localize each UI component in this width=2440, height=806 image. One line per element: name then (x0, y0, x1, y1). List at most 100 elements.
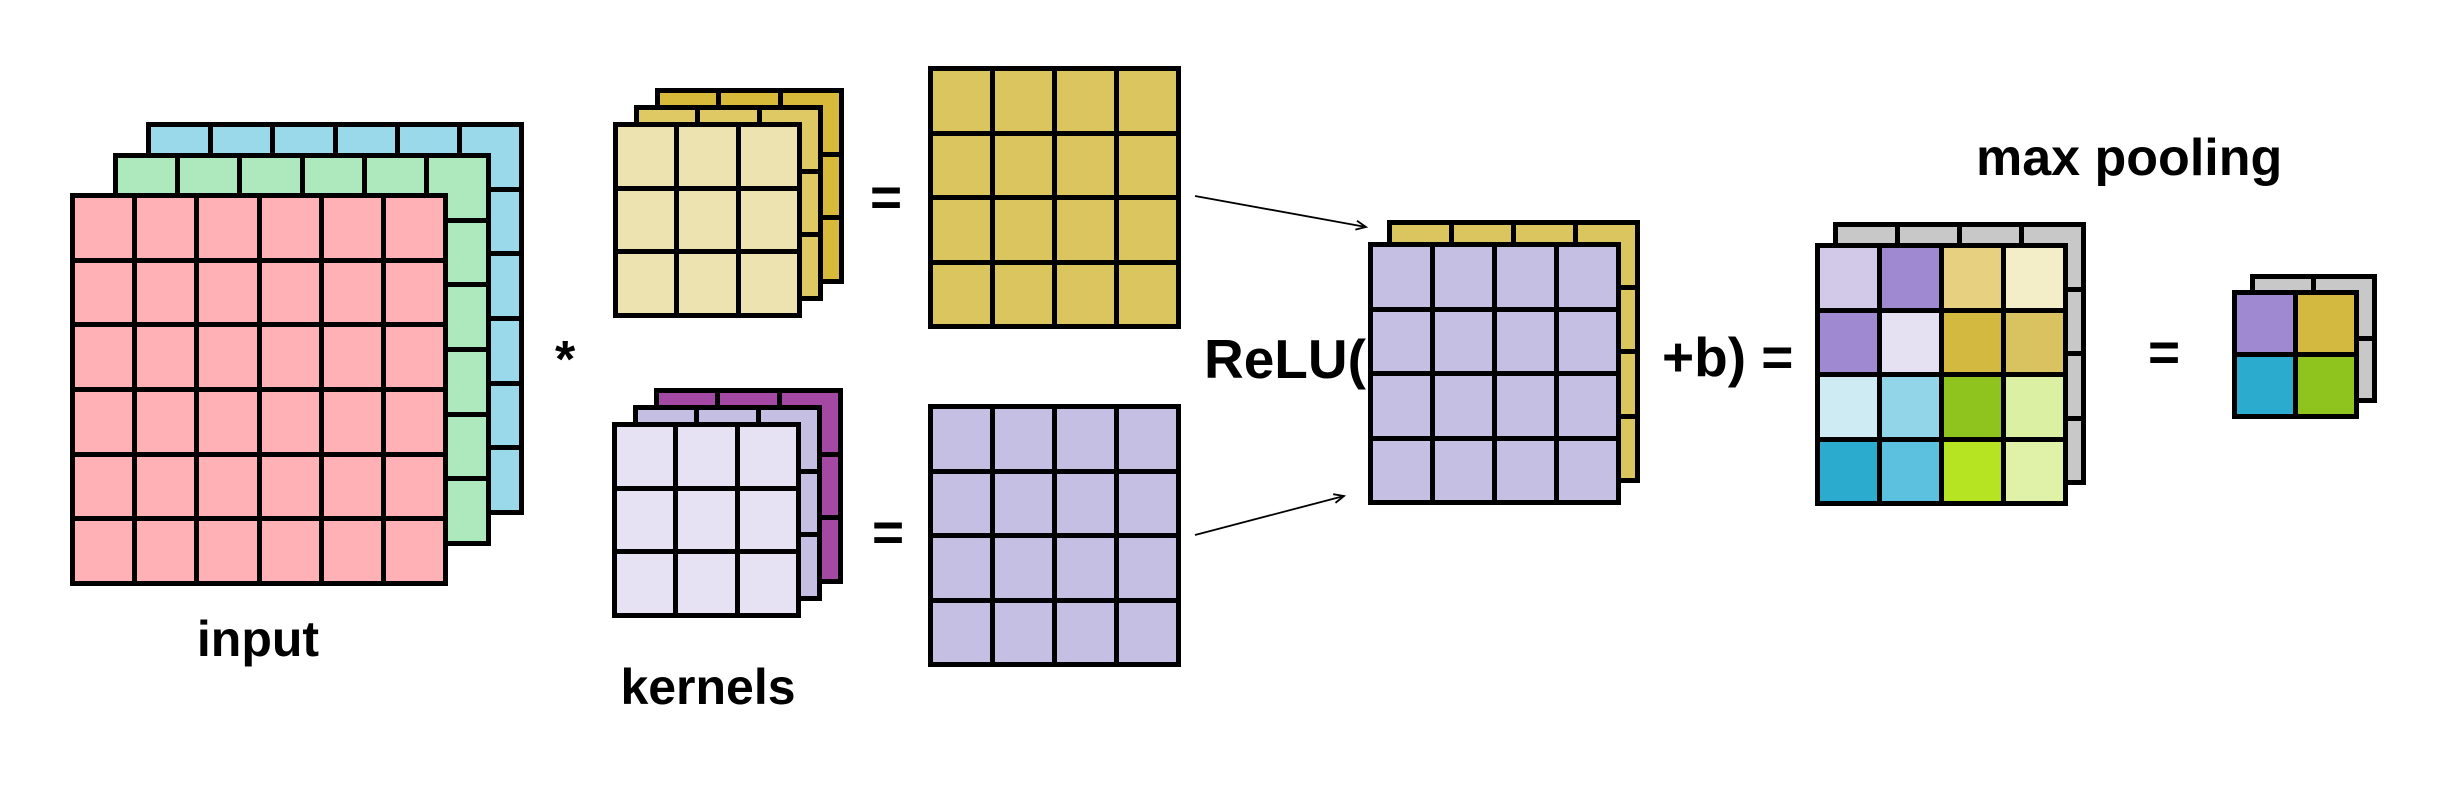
grid-cell (385, 392, 444, 452)
grid-cell (1119, 409, 1176, 469)
grid-cell (739, 554, 796, 614)
grid-cell (1435, 247, 1492, 307)
grid-cell (995, 135, 1052, 195)
relu-label: ReLU( (1204, 328, 1366, 390)
relu-stack-front-purple (1368, 242, 1621, 505)
grid-cell (1820, 248, 1877, 308)
grid-cell (1057, 538, 1114, 598)
grid-cell (740, 190, 797, 250)
grid-cell (1373, 247, 1430, 307)
grid-cell (199, 198, 257, 258)
grid-cell (1057, 71, 1114, 131)
grid-cell (1119, 200, 1176, 260)
grid-cell (933, 409, 990, 469)
grid-cell (678, 554, 735, 614)
grid-cell (385, 456, 444, 517)
equals-sign-result: = (2147, 320, 2181, 383)
grid-cell (679, 190, 736, 250)
grid-cell (933, 200, 990, 260)
grid-cell (1882, 377, 1939, 437)
grid-cell (199, 521, 257, 582)
grid-cell (1882, 441, 1939, 501)
grid-cell (261, 327, 319, 388)
grid-cell (2237, 357, 2293, 414)
grid-cell (1497, 440, 1554, 500)
grid-cell (740, 254, 797, 314)
grid-cell (199, 392, 257, 452)
input-channel-front (70, 193, 449, 587)
grid-cell (933, 602, 990, 662)
grid-cell (385, 198, 444, 258)
grid-cell (323, 456, 381, 517)
grid-cell (2006, 312, 2063, 372)
grid-cell (933, 71, 990, 131)
grid-cell (1435, 376, 1492, 436)
grid-cell (1882, 312, 1939, 372)
grid-cell (995, 473, 1052, 533)
grid-cell (1559, 376, 1616, 436)
grid-cell (323, 198, 381, 258)
grid-cell (617, 554, 674, 614)
grid-cell (385, 262, 444, 323)
grid-cell (261, 198, 319, 258)
grid-cell (1373, 311, 1430, 371)
kernels-label: kernels (620, 659, 796, 715)
grid-cell (1559, 311, 1616, 371)
grid-cell (1057, 135, 1114, 195)
max-pooling-label: max pooling (1976, 129, 2283, 187)
grid-cell (678, 427, 735, 486)
arrow-feature-map-purple-to-stack (1194, 493, 1347, 536)
grid-cell (1119, 135, 1176, 195)
grid-cell (739, 427, 796, 486)
grid-cell (1944, 248, 2001, 308)
grid-cell (137, 521, 195, 582)
grid-cell (618, 254, 675, 314)
grid-cell (323, 521, 381, 582)
grid-cell (75, 327, 133, 388)
grid-cell (385, 521, 444, 582)
grid-cell (137, 392, 195, 452)
grid-cell (2006, 441, 2063, 501)
grid-cell (199, 262, 257, 323)
grid-cell (739, 490, 796, 550)
grid-cell (1497, 247, 1554, 307)
grid-cell (1944, 441, 2001, 501)
grid-cell (385, 327, 444, 388)
grid-cell (678, 490, 735, 550)
grid-cell (75, 262, 133, 323)
grid-cell (679, 254, 736, 314)
grid-cell (1497, 311, 1554, 371)
grid-cell (933, 264, 990, 324)
grid-cell (1944, 377, 2001, 437)
grid-cell (137, 327, 195, 388)
grid-cell (1373, 440, 1430, 500)
bias-label: +b) = (1662, 326, 1794, 388)
grid-cell (618, 190, 675, 250)
grid-cell (137, 262, 195, 323)
grid-cell (617, 490, 674, 550)
grid-cell (137, 198, 195, 258)
grid-cell (1882, 248, 1939, 308)
grid-cell (995, 409, 1052, 469)
equals-sign-top: = (869, 165, 903, 228)
input-label: input (196, 611, 320, 667)
grid-cell (1057, 264, 1114, 324)
grid-cell (2006, 248, 2063, 308)
grid-cell (995, 71, 1052, 131)
grid-cell (933, 135, 990, 195)
grid-cell (1373, 376, 1430, 436)
grid-cell (137, 456, 195, 517)
pool-input-activation-map (1815, 243, 2068, 506)
grid-cell (1119, 71, 1176, 131)
grid-cell (2237, 295, 2293, 352)
grid-cell (679, 127, 736, 186)
grid-cell (1435, 440, 1492, 500)
grid-cell (1497, 376, 1554, 436)
grid-cell (323, 262, 381, 323)
grid-cell (1820, 312, 1877, 372)
grid-cell (618, 127, 675, 186)
grid-cell (261, 262, 319, 323)
feature-map-purple (928, 404, 1181, 667)
grid-cell (323, 392, 381, 452)
grid-cell (1559, 247, 1616, 307)
